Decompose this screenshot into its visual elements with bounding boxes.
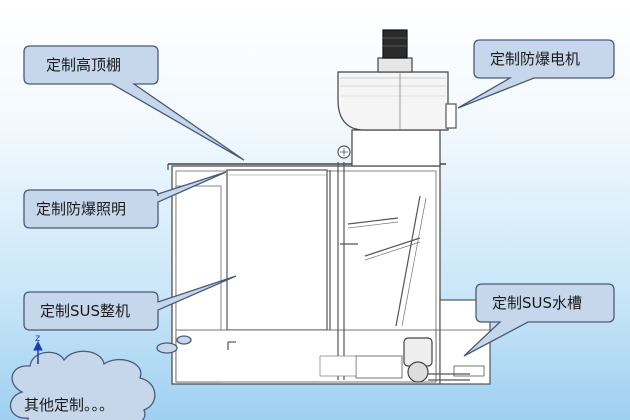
callout-machine	[23, 275, 237, 331]
callout-tank	[463, 283, 615, 357]
callout-high-ceiling	[23, 45, 245, 161]
thought-bubble-small	[176, 335, 192, 345]
label-high-ceiling: 定制高顶棚	[46, 56, 122, 74]
baffle-3	[395, 195, 421, 327]
callout-other-cloud	[10, 350, 156, 420]
front-door-panel	[226, 169, 328, 331]
thought-bubble-medium	[156, 342, 178, 354]
baffle-2	[364, 237, 421, 257]
upper-tower	[351, 129, 441, 167]
label-machine: 定制SUS整机	[40, 302, 131, 320]
machine-drawing	[167, 29, 491, 385]
z-axis-indicator	[33, 340, 43, 364]
baffle-1	[347, 217, 399, 225]
label-tank: 定制SUS水槽	[492, 294, 583, 312]
callouts	[10, 39, 615, 420]
z-axis-label: z	[35, 333, 40, 344]
label-motor: 定制防爆电机	[490, 50, 581, 68]
fan-housing	[337, 71, 449, 131]
label-other: 其他定制。。。	[24, 396, 115, 414]
callout-motor	[457, 39, 615, 109]
label-lighting: 定制防爆照明	[36, 200, 127, 218]
callout-lighting	[23, 171, 227, 229]
motor-base	[377, 57, 413, 73]
motor-body	[382, 29, 408, 59]
pump-motor	[407, 361, 429, 383]
